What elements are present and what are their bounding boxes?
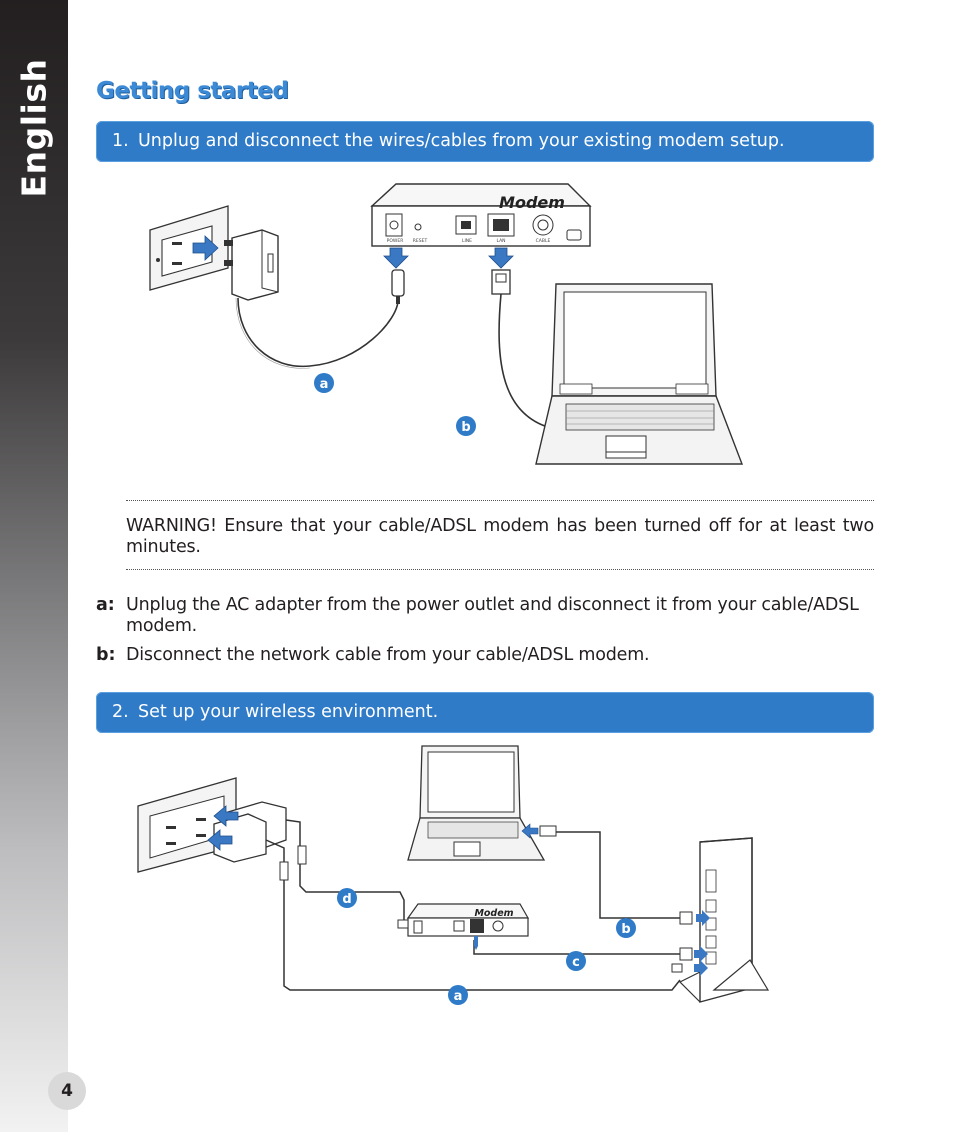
definition-text-a: Unplug the AC adapter from the power out… xyxy=(126,595,859,636)
callout-a-2: a xyxy=(454,989,463,1004)
connect-arrow-icon xyxy=(694,946,708,962)
port-label-cable: CABLE xyxy=(536,238,551,244)
connect-arrow-icon xyxy=(521,823,539,839)
language-label: English xyxy=(14,58,54,198)
section-title: Getting started xyxy=(96,78,289,104)
unplug-arrow-icon xyxy=(192,235,219,261)
laptop-2 xyxy=(407,745,546,861)
callout-c-2: c xyxy=(572,955,580,970)
callout-b-1: b xyxy=(461,420,470,435)
language-side-tab: English xyxy=(0,0,68,1132)
definition-key-b: b: xyxy=(96,645,116,665)
disconnect-arrow-icon xyxy=(488,247,514,269)
step-2-number: 2. xyxy=(112,702,129,722)
warning-text: WARNING! Ensure that your cable/ADSL mod… xyxy=(126,516,874,557)
definition-text-b: Disconnect the network cable from your c… xyxy=(126,645,650,665)
step-2-bar: 2. Set up your wireless environment. xyxy=(96,692,874,733)
laptop-1 xyxy=(535,283,744,465)
plug-arrow-icon xyxy=(213,805,239,827)
callout-d-2: d xyxy=(342,892,351,907)
port-label-line: LINE xyxy=(462,238,472,244)
step-1-number: 1. xyxy=(112,131,129,151)
modem-2-label: Modem xyxy=(474,908,513,919)
step-2-text: Set up your wireless environment. xyxy=(138,702,439,722)
port-label-lan: LAN xyxy=(496,238,505,244)
wireless-router xyxy=(678,837,770,1003)
port-label-power: POWER xyxy=(387,238,404,244)
plug-arrow-icon xyxy=(207,829,233,851)
step-1-bar: 1. Unplug and disconnect the wires/cables… xyxy=(96,121,874,162)
wall-outlet-2 xyxy=(137,777,237,873)
definition-key-a: a: xyxy=(96,595,115,615)
connect-arrow-icon xyxy=(696,910,710,926)
connect-arrow-icon xyxy=(694,960,708,976)
wall-outlet-1 xyxy=(149,205,229,291)
callout-a-1: a xyxy=(320,377,329,392)
modem-1 xyxy=(370,183,592,247)
step-1-text: Unplug and disconnect the wires/cables f… xyxy=(138,131,785,151)
connect-arrow-icon xyxy=(474,936,478,950)
warning-divider-top xyxy=(126,500,874,501)
ac-adapter-1 xyxy=(224,229,279,301)
modem-2 xyxy=(397,903,530,937)
ac-adapters-2 xyxy=(213,801,287,863)
warning-divider-bottom xyxy=(126,569,874,570)
page-number: 4 xyxy=(48,1072,86,1110)
modem-1-label: Modem xyxy=(499,193,565,212)
callout-b-2: b xyxy=(621,922,630,937)
disconnect-arrow-icon xyxy=(383,247,409,269)
port-label-reset: RESET xyxy=(413,238,428,244)
